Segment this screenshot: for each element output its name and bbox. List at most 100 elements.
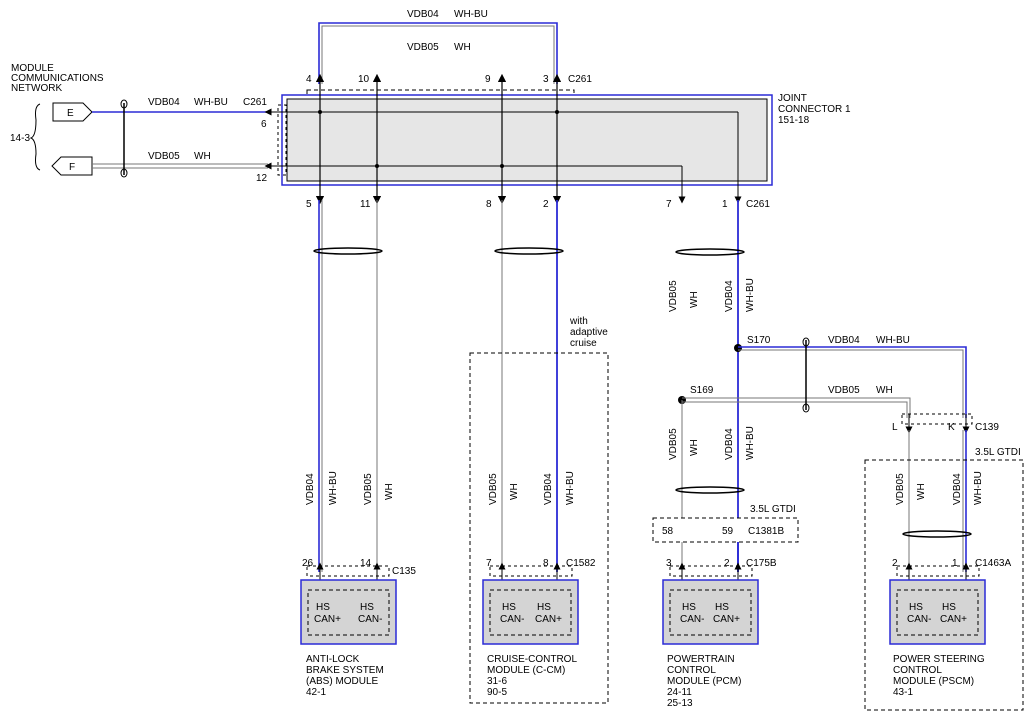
ccm-name-2: MODULE (C-CM) — [487, 665, 565, 676]
jc-pin-12: 12 — [256, 173, 268, 184]
pcm-name-2: CONTROL — [667, 665, 716, 676]
c1381b-pin-59: 59 — [722, 526, 734, 537]
c1381b-conn: C1381B — [748, 526, 784, 537]
pcm-name-4: 24-11 — [667, 687, 692, 698]
ccm-wire2-circuit: VDB04 — [543, 473, 554, 505]
ccm-name-4: 90-5 — [487, 687, 507, 698]
bus-node-8 — [500, 164, 504, 168]
wire-top-loop-blue — [318, 22, 558, 84]
abs-hs-1: HS — [316, 602, 330, 613]
jc-conn-bottom: C261 — [746, 199, 770, 210]
pcm-conn: C175B — [746, 558, 777, 569]
c139-dashed — [901, 413, 973, 425]
ccm-twist — [494, 247, 564, 255]
pscm-wire1-color: WH — [916, 483, 927, 500]
abs-wire2-circuit: VDB05 — [363, 473, 374, 505]
pscm-can-1: CAN- — [907, 614, 931, 625]
jc-conn-top: C261 — [568, 74, 592, 85]
pcm-circuit-a: VDB05 — [668, 428, 679, 460]
abs-hs-2: HS — [360, 602, 374, 613]
module-abs: 26 14 C135 HS CAN+ HS CAN- ANTI-LOCK BRA… — [300, 558, 416, 698]
trunk-color-a: WH — [689, 291, 700, 308]
abs-can-1: CAN+ — [314, 614, 341, 625]
ccm-conn-dashed — [489, 565, 573, 577]
wire-top-loop-grey — [321, 25, 555, 84]
c1381b-option: 3.5L GTDI — [750, 504, 796, 515]
pscm-name-3: MODULE (PSCM) — [893, 676, 974, 687]
module-pscm: 2 1 C1463A HS CAN- HS CAN+ POWER STEERIN… — [889, 558, 1011, 698]
pcm-pin-b: 2 — [724, 558, 730, 569]
s169-circuit: VDB05 — [828, 385, 860, 396]
abs-wire2-color: WH — [384, 483, 395, 500]
wire-f-color: WH — [194, 151, 211, 162]
jc-pin-4: 4 — [306, 74, 312, 85]
c1381b-pin-58: 58 — [662, 526, 674, 537]
pscm-name-1: POWER STEERING — [893, 654, 985, 665]
twist-marker-left-top — [120, 99, 128, 109]
pcm-name-1: POWERTRAIN — [667, 654, 735, 665]
pcm-hs-2: HS — [715, 602, 729, 613]
pcm-color-b: WH-BU — [745, 426, 756, 460]
jc-pin-3: 3 — [543, 74, 549, 85]
splice-s169-label: S169 — [690, 385, 714, 396]
network-title-line-1: MODULE — [11, 63, 54, 74]
pscm-option: 3.5L GTDI — [975, 447, 1021, 458]
c139-conn: C139 — [975, 422, 999, 433]
network-title-line-2: COMMUNICATIONS — [11, 73, 104, 84]
pin-f-label: F — [69, 162, 75, 173]
pcm-conn-dashed — [669, 565, 753, 577]
ccm-option-2: adaptive — [570, 327, 608, 338]
ccm-pin-b: 8 — [543, 558, 549, 569]
module-pcm: 3 2 C175B HS CAN- HS CAN+ POWERTRAIN CON… — [662, 558, 777, 709]
top-loop-circuit: VDB04 — [407, 9, 439, 20]
abs-wire1-color: WH-BU — [328, 471, 339, 505]
joint-connector-title-1: JOINT — [778, 93, 807, 104]
abs-twist — [313, 247, 383, 255]
s170-wire-blue — [738, 346, 967, 418]
c1381b-dashed — [652, 517, 799, 543]
s170-circuit: VDB04 — [828, 335, 860, 346]
s170-color: WH-BU — [876, 335, 910, 346]
joint-connector-title-2: CONNECTOR 1 — [778, 104, 851, 115]
network-ref: 14-3 — [10, 133, 30, 144]
pscm-hs-1: HS — [909, 602, 923, 613]
abs-conn: C135 — [392, 566, 416, 577]
network-brace — [29, 103, 41, 171]
pscm-box — [889, 579, 986, 645]
ccm-box — [482, 579, 579, 645]
ccm-wire1-circuit: VDB05 — [488, 473, 499, 505]
wire-e-conn: C261 — [243, 97, 267, 108]
pscm-pin-b: 1 — [952, 558, 958, 569]
pcm-hs-1: HS — [682, 602, 696, 613]
top-vdb05-color: WH — [454, 42, 471, 53]
ccm-can-2: CAN+ — [535, 614, 562, 625]
c139-pin-k-label: K — [948, 422, 955, 433]
ccm-name-1: CRUISE-CONTROL — [487, 654, 577, 665]
ccm-wire1-color: WH — [509, 483, 520, 500]
trunk-circuit-b: VDB04 — [724, 280, 735, 312]
twist-marker-mid-bottom — [802, 403, 810, 413]
splice-s170 — [734, 344, 742, 352]
abs-wire1-circuit: VDB04 — [305, 473, 316, 505]
abs-name-1: ANTI-LOCK — [306, 654, 360, 665]
ccm-dashed-region — [469, 352, 609, 704]
pscm-wire2-color: WH-BU — [973, 471, 984, 505]
pscm-name-4: 43-1 — [893, 687, 913, 698]
jc-pin-2: 2 — [543, 199, 549, 210]
joint-connector-left-tab — [277, 104, 287, 176]
pscm-can-2: CAN+ — [940, 614, 967, 625]
abs-conn-dashed — [306, 565, 390, 577]
bus-node-11 — [375, 164, 379, 168]
pscm-conn: C1463A — [975, 558, 1011, 569]
pcm-twist — [675, 486, 745, 494]
top-vdb05-circuit: VDB05 — [407, 42, 439, 53]
ccm-conn: C1582 — [566, 558, 596, 569]
pcm-color-a: WH — [689, 439, 700, 456]
abs-can-2: CAN- — [358, 614, 382, 625]
ccm-hs-1: HS — [502, 602, 516, 613]
pscm-name-2: CONTROL — [893, 665, 942, 676]
pscm-wire2-circuit: VDB04 — [952, 473, 963, 505]
pin-e-label: E — [67, 108, 74, 119]
wire-f-circuit: VDB05 — [148, 151, 180, 162]
